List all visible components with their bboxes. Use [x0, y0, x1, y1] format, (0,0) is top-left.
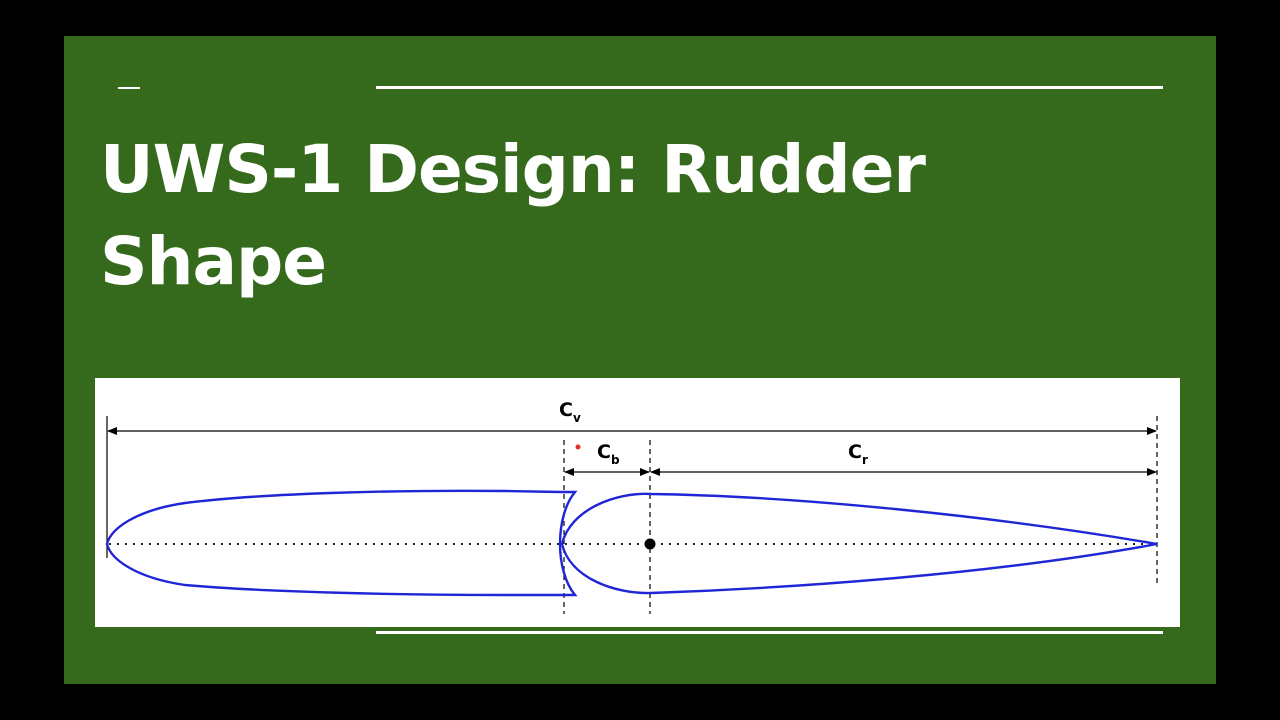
skeg-outline — [105, 489, 578, 597]
rudder-shape-diagram: Cv Cb Cr — [95, 378, 1180, 627]
rudder-outline — [560, 492, 1158, 595]
slide: UWS-1 Design: Rudder Shape Cv Cb — [64, 36, 1216, 684]
cv-label: Cv — [559, 399, 581, 425]
slide-title: UWS-1 Design: Rudder Shape — [100, 131, 926, 300]
bottom-rule — [376, 631, 1163, 634]
top-rule — [376, 86, 1163, 89]
accent-dash — [118, 87, 140, 89]
rudder-diagram-svg: Cv Cb Cr — [105, 399, 1158, 614]
red-marker-dot — [575, 444, 581, 450]
cr-label: Cr — [848, 441, 868, 467]
rudder-pivot-point — [644, 538, 656, 550]
cb-label: Cb — [597, 441, 620, 467]
